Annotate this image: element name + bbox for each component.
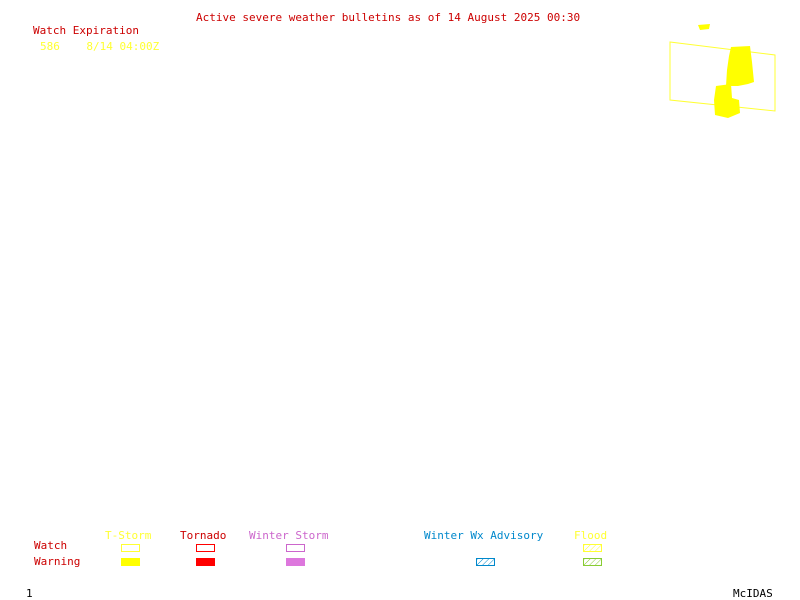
page-number: 1	[26, 587, 33, 600]
watch-expiration-heading: Watch Expiration	[33, 24, 139, 37]
legend-warning-label: Warning	[34, 555, 81, 568]
tornado-warning-swatch	[196, 558, 215, 566]
legend-header-flood: Flood	[574, 529, 608, 542]
watch-row: 586 8/14 04:00Z	[40, 40, 159, 53]
legend-watch-label: Watch	[34, 539, 68, 552]
winter-storm-watch-swatch	[286, 544, 305, 552]
legend-header-tstorm: T-Storm	[105, 529, 152, 542]
page-title: Active severe weather bulletins as of 14…	[196, 11, 581, 24]
flood-watch-swatch	[583, 544, 602, 552]
tornado-watch-swatch	[196, 544, 215, 552]
warning-area-south	[714, 84, 740, 118]
legend-header-winter-advisory: Winter Wx Advisory	[424, 529, 544, 542]
legend-header-winter-storm: Winter Storm	[249, 529, 329, 542]
tstorm-warning-swatch	[121, 558, 140, 566]
watch-expiration: 8/14 04:00Z	[86, 40, 160, 53]
legend-header-tornado: Tornado	[180, 529, 227, 542]
winter-advisory-warning-swatch	[476, 558, 495, 566]
warning-area-small	[698, 24, 710, 30]
watch-id: 586	[40, 40, 60, 53]
footer-brand: McIDAS	[733, 587, 773, 600]
flood-warning-swatch	[583, 558, 602, 566]
warning-area-north	[726, 46, 754, 86]
tstorm-watch-swatch	[121, 544, 140, 552]
winter-storm-warning-swatch	[286, 558, 305, 566]
